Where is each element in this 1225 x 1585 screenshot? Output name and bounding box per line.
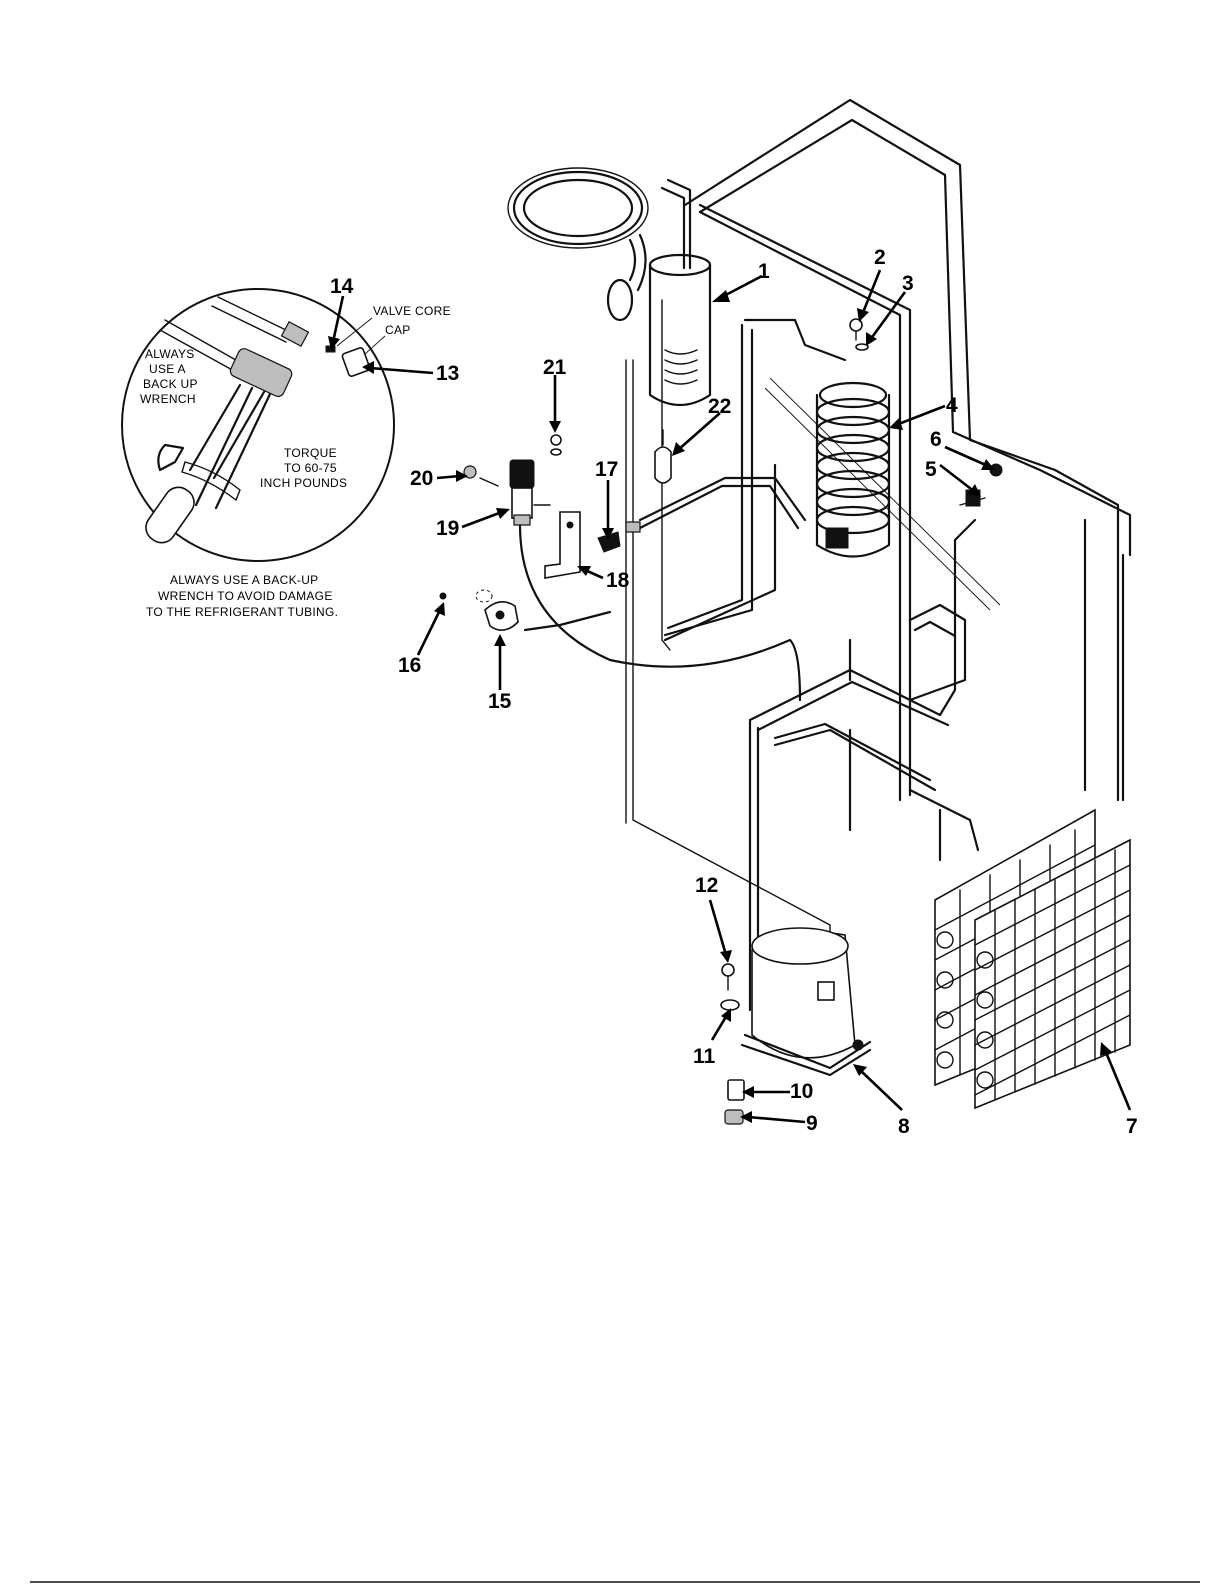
screw-2 xyxy=(850,319,862,340)
callout-14: 14 xyxy=(330,275,354,298)
detail-inset: VALVE CORE CAP ALWAYS USE A BACK UP WREN… xyxy=(122,289,451,561)
bolt-12 xyxy=(722,964,734,990)
caption-line-3: TO THE REFRIGERANT TUBING. xyxy=(146,605,338,619)
cap-label: CAP xyxy=(385,323,411,337)
callout-9: 9 xyxy=(806,1112,818,1135)
nut-20 xyxy=(464,466,498,486)
solenoid-valve-19 xyxy=(510,460,550,525)
callout-6: 6 xyxy=(930,428,942,451)
condenser-7 xyxy=(935,810,1130,1108)
callout-20: 20 xyxy=(410,467,433,490)
backup-note-line-3: BACK UP xyxy=(143,377,198,391)
grommet-10 xyxy=(728,1080,744,1100)
torque-note-line-3: INCH POUNDS xyxy=(260,476,347,490)
callout-2: 2 xyxy=(874,246,886,269)
callout-15: 15 xyxy=(488,690,512,713)
callout-5: 5 xyxy=(925,458,937,481)
screw-16 xyxy=(440,590,492,602)
filter-drier-22 xyxy=(655,430,671,483)
backup-note-line-4: WRENCH xyxy=(140,392,196,406)
callout-8: 8 xyxy=(898,1115,910,1138)
callout-1: 1 xyxy=(758,260,770,283)
callout-22: 22 xyxy=(708,395,731,418)
callout-10: 10 xyxy=(790,1080,813,1103)
caption: ALWAYS USE A BACK-UP WRENCH TO AVOID DAM… xyxy=(146,573,338,619)
compressor-8 xyxy=(742,928,870,1075)
valve-core-label: VALVE CORE xyxy=(373,304,451,318)
coil-4 xyxy=(817,383,889,557)
callout-16: 16 xyxy=(398,654,421,677)
callout-7: 7 xyxy=(1126,1115,1138,1138)
torque-note-line-1: TORQUE xyxy=(284,446,337,460)
caption-line-2: WRENCH TO AVOID DAMAGE xyxy=(158,589,333,603)
callout-11: 11 xyxy=(693,1045,716,1068)
torque-note-line-2: TO 60-75 xyxy=(284,461,337,475)
washer-11 xyxy=(721,1000,739,1010)
caption-line-1: ALWAYS USE A BACK-UP xyxy=(170,573,319,587)
bracket-18 xyxy=(545,512,580,578)
callout-4: 4 xyxy=(946,394,958,417)
callout-3: 3 xyxy=(902,272,914,295)
callout-21: 21 xyxy=(543,356,567,379)
screw-21 xyxy=(551,435,561,455)
callout-18: 18 xyxy=(606,569,630,592)
callout-13: 13 xyxy=(436,362,459,385)
callout-12: 12 xyxy=(695,874,718,897)
backup-note-line-1: ALWAYS xyxy=(145,347,195,361)
callout-17: 17 xyxy=(595,458,618,481)
callout-19: 19 xyxy=(436,517,459,540)
grommet-15 xyxy=(485,602,518,630)
accumulator-1 xyxy=(650,255,710,405)
backup-note-line-2: USE A xyxy=(149,362,186,376)
